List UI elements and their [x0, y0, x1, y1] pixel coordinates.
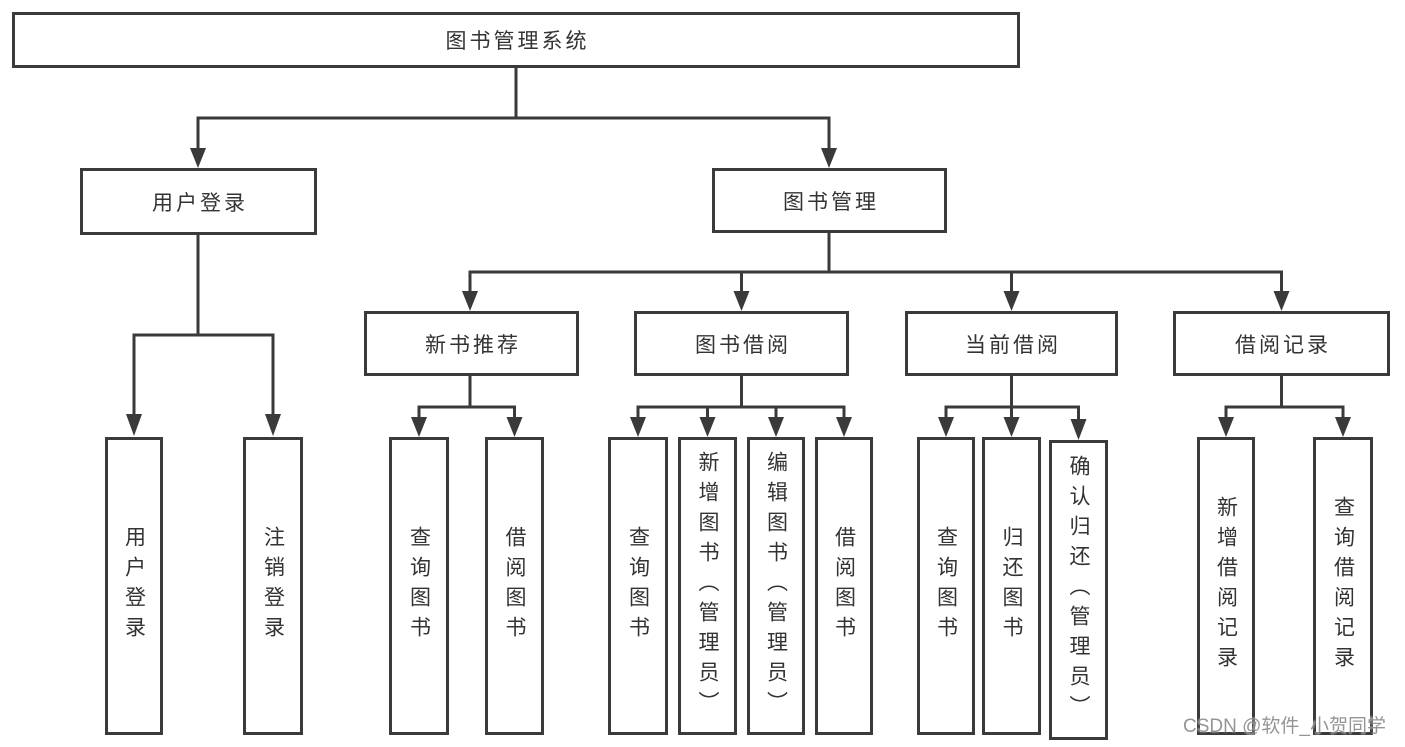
leaf-borrow-edit-books-admin: 编辑图书（管理员）	[747, 437, 805, 735]
connector-root	[190, 68, 837, 168]
node-new-book-recommend: 新书推荐	[364, 311, 579, 376]
node-book-management: 图书管理	[712, 168, 947, 233]
leaf-records-query-record: 查询借阅记录	[1313, 437, 1373, 735]
leaf-records-add-record: 新增借阅记录	[1197, 437, 1255, 735]
connector-borrow	[630, 376, 852, 437]
leaf-current-query-books: 查询图书	[917, 437, 975, 735]
leaf-borrow-query-books: 查询图书	[608, 437, 668, 735]
node-user-login: 用户登录	[80, 168, 317, 235]
leaf-logout: 注销登录	[243, 437, 303, 735]
leaf-borrow-borrow-books: 借阅图书	[815, 437, 873, 735]
node-root-system: 图书管理系统	[12, 12, 1020, 68]
leaf-current-confirm-return-admin: 确认归还（管理员）	[1049, 440, 1108, 740]
node-current-borrowing: 当前借阅	[905, 311, 1118, 376]
leaf-user-login: 用户登录	[105, 437, 163, 735]
leaf-current-return-books: 归还图书	[982, 437, 1041, 735]
node-borrowing-records: 借阅记录	[1173, 311, 1390, 376]
connector-records	[1218, 376, 1351, 437]
leaf-borrow-add-books-admin: 新增图书（管理员）	[678, 437, 737, 735]
connector-mgmt	[462, 232, 1290, 311]
connector-current	[938, 376, 1087, 440]
connector-login	[126, 235, 281, 436]
csdn-watermark: CSDN @软件_小贺同学	[1183, 716, 1386, 737]
leaf-newbook-borrow-books: 借阅图书	[485, 437, 544, 735]
connector-newbook	[411, 376, 523, 437]
leaf-newbook-query-books: 查询图书	[389, 437, 449, 735]
node-book-borrowing: 图书借阅	[634, 311, 849, 376]
